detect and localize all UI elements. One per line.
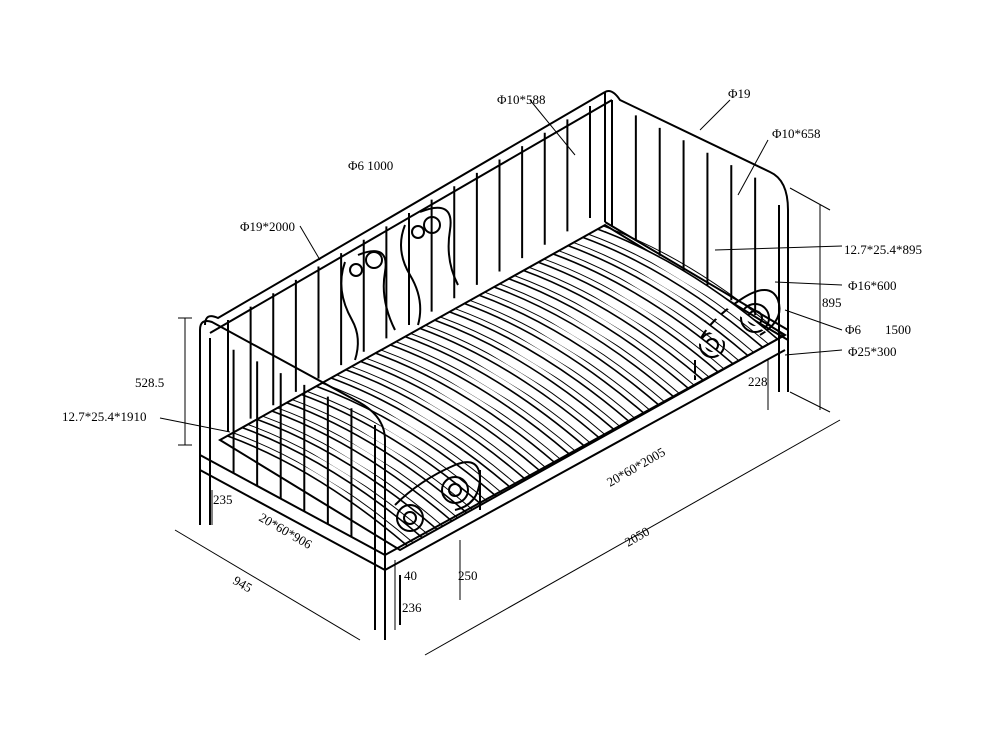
- slat: [345, 368, 527, 481]
- label-phi16-600: Φ16*600: [848, 278, 897, 293]
- slat: [419, 327, 601, 439]
- label-phi6: Φ6: [845, 322, 862, 337]
- dimension-lines: [159, 99, 843, 656]
- label-rail-895: 12.7*25.4*895: [844, 242, 922, 257]
- label-phi19-2000: Φ19*2000: [240, 219, 295, 234]
- slat: [508, 277, 690, 390]
- slat: [449, 311, 631, 423]
- label-phi10-658: Φ10*658: [772, 126, 821, 141]
- label-frame-2005: 20*60*2005: [604, 444, 668, 489]
- label-h40: 40: [404, 568, 417, 583]
- slat: [390, 344, 571, 456]
- label-phi19: Φ19: [728, 86, 751, 101]
- label-phi6-1000: Φ6 1000: [348, 158, 393, 173]
- label-l2050: 2050: [622, 524, 652, 550]
- label-h250: 250: [458, 568, 478, 583]
- slat: [434, 319, 616, 431]
- slat: [256, 418, 438, 530]
- back-spindles: [227, 106, 591, 432]
- label-1500: 1500: [885, 322, 911, 337]
- left-headboard-spindles: [232, 349, 353, 538]
- label-phi10-588: Φ10*588: [497, 92, 546, 107]
- slat-edge: [603, 225, 784, 337]
- slat: [567, 244, 749, 357]
- slat: [404, 335, 586, 448]
- label-h528: 528.5: [135, 375, 164, 390]
- slat: [552, 253, 734, 365]
- label-phi25-300: Φ25*300: [848, 344, 897, 359]
- slat: [271, 410, 453, 522]
- slat: [523, 269, 705, 382]
- bed-slats: [227, 225, 784, 547]
- slat: [464, 302, 645, 415]
- slat: [360, 360, 542, 473]
- slat: [478, 294, 660, 406]
- slat: [375, 352, 557, 464]
- left-headboard: [199, 320, 386, 640]
- label-w945: 945: [231, 573, 255, 596]
- label-rail-1910: 12.7*25.4*1910: [62, 409, 147, 424]
- slat: [582, 236, 764, 349]
- slat: [538, 261, 719, 373]
- back-scroll-panel: [340, 206, 459, 361]
- slat: [597, 228, 779, 340]
- label-h236: 236: [402, 600, 422, 615]
- slat: [315, 385, 497, 497]
- label-h235: 235: [213, 492, 233, 507]
- slat: [330, 377, 512, 489]
- front-frame: [384, 334, 786, 625]
- slat: [286, 402, 468, 514]
- slat: [493, 286, 675, 398]
- label-h228: 228: [748, 374, 768, 389]
- slat: [241, 426, 423, 539]
- label-h895: 895: [822, 295, 842, 310]
